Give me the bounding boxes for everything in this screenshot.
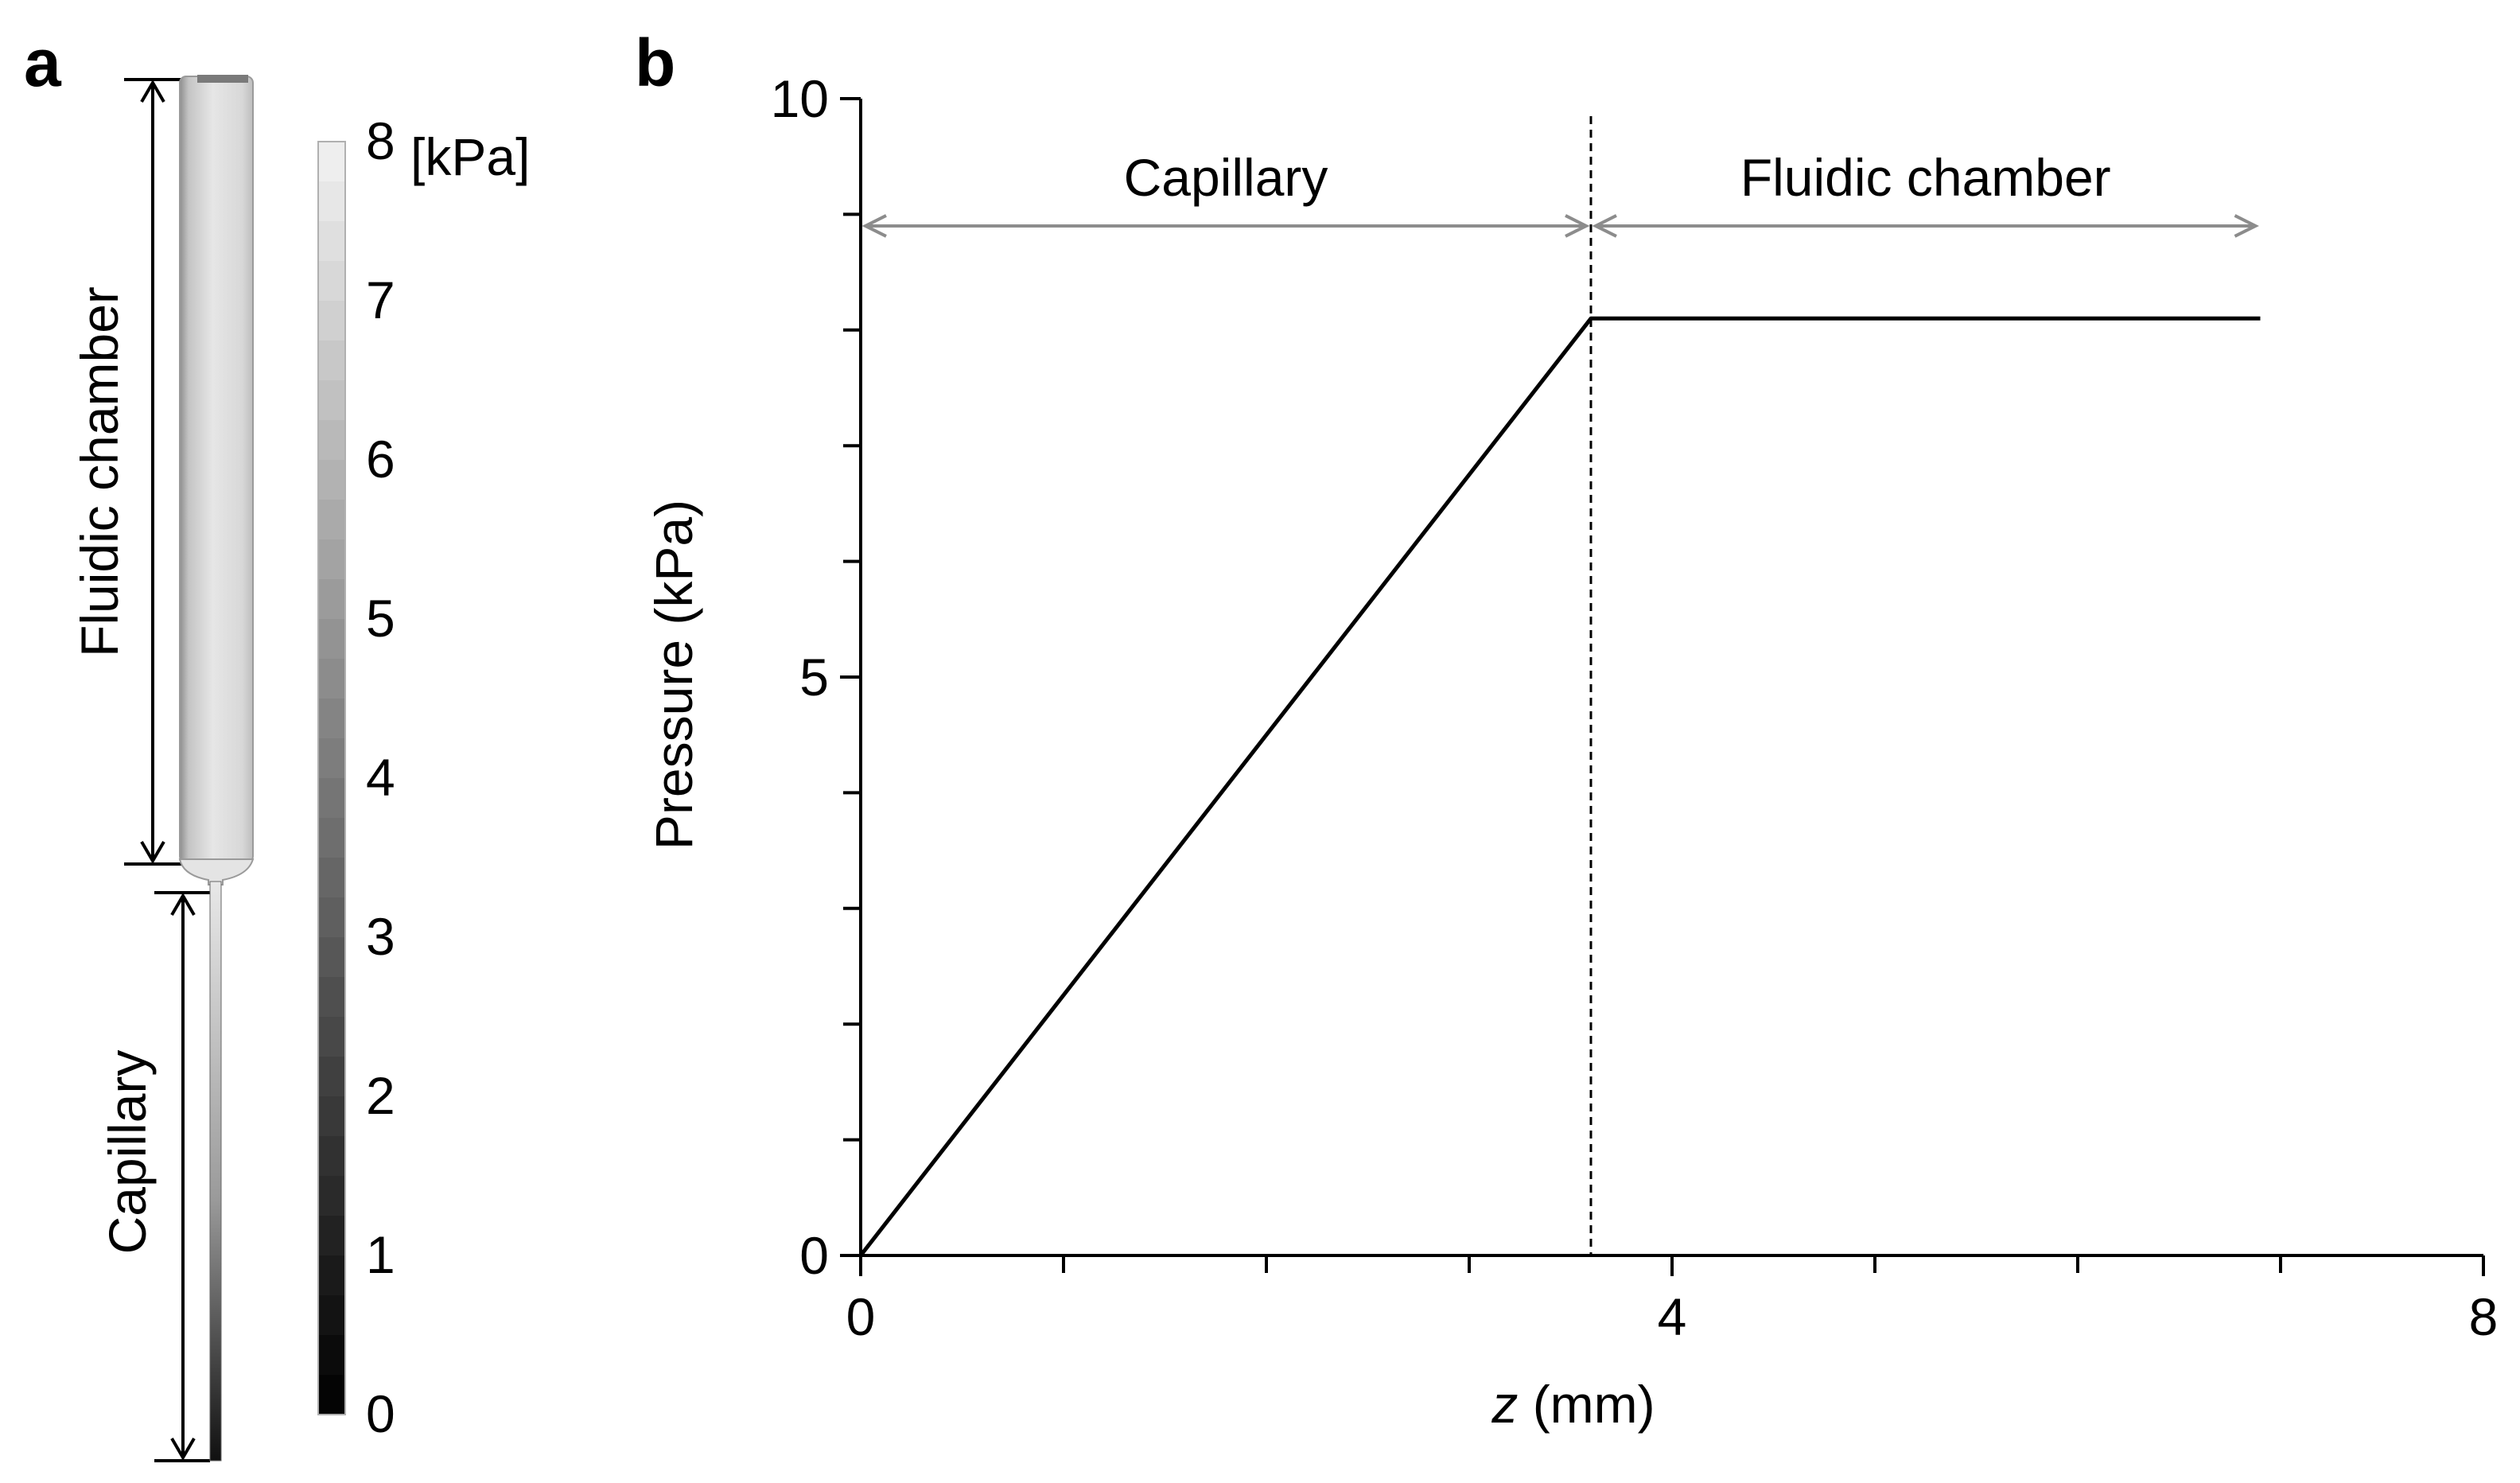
colorbar-unit: [kPa] <box>410 127 530 186</box>
region-arrow-head-left <box>861 214 887 238</box>
colorbar-band <box>318 1375 345 1415</box>
colorbar-band <box>318 1216 345 1256</box>
colorbar-band <box>318 897 345 938</box>
colorbar-band <box>318 341 345 381</box>
colorbar-band <box>318 221 345 262</box>
colorbar-band <box>318 301 345 341</box>
colorbar-band <box>318 1136 345 1177</box>
colorbar-band <box>318 579 345 620</box>
pressure-plot: 0 5 10 0 4 8 Capillary Fluidic chamber <box>771 69 2499 1346</box>
colorbar-band <box>318 1295 345 1336</box>
device-shape <box>178 75 255 1462</box>
region-arrow-head-right <box>1565 214 1590 238</box>
colorbar-tick-label: 6 <box>366 430 395 488</box>
capillary-label: Capillary <box>98 1050 157 1255</box>
panel-a-letter: a <box>24 25 62 100</box>
colorbar-band <box>318 460 345 500</box>
x-tick-label: 0 <box>846 1287 876 1346</box>
colorbar-band <box>318 1335 345 1376</box>
x-tick-label: 4 <box>1658 1287 1687 1346</box>
colorbar-band <box>318 420 345 461</box>
colorbar-band <box>318 778 345 819</box>
colorbar-band <box>318 858 345 898</box>
region-arrow <box>861 214 1590 238</box>
colorbar-band <box>318 181 345 222</box>
chamber-top-cap <box>197 75 248 83</box>
colorbar-band <box>318 261 345 302</box>
colorbar-tick-label: 1 <box>366 1225 395 1284</box>
x-axis-label: z (mm) <box>1491 1375 1655 1434</box>
region-arrow <box>1592 214 2259 238</box>
colorbar-band <box>318 1096 345 1137</box>
region-label: Fluidic chamber <box>1740 148 2111 207</box>
y-tick-label: 5 <box>799 648 829 706</box>
colorbar-band <box>318 539 345 580</box>
chamber-label: Fluidic chamber <box>70 286 129 657</box>
panel-b-letter: b <box>635 25 675 100</box>
colorbar-band <box>318 699 345 739</box>
region-arrow-head-left <box>1592 214 1617 238</box>
colorbar-tick-label: 2 <box>366 1066 395 1125</box>
colorbar-band <box>318 380 345 421</box>
panel-b: b 0 5 10 0 4 8 Capillary Fluidic chamber Pressu… <box>635 25 2498 1434</box>
colorbar-tick-label: 3 <box>366 907 395 966</box>
colorbar-band <box>318 1255 345 1296</box>
colorbar-band <box>318 818 345 858</box>
colorbar-band <box>318 977 345 1018</box>
chamber-body <box>179 76 254 863</box>
colorbar-band <box>318 142 345 182</box>
pressure-line <box>859 316 2261 1257</box>
colorbar-tick-label: 4 <box>366 748 395 807</box>
x-axis-label-unit: (mm) <box>1518 1375 1655 1434</box>
region-label: Capillary <box>1124 148 1328 207</box>
colorbar-band <box>318 937 345 978</box>
colorbar-band <box>318 738 345 779</box>
colorbar-band <box>318 1057 345 1097</box>
colorbar-tick-label: 8 <box>366 111 395 170</box>
colorbar-band <box>318 1017 345 1057</box>
colorbar-tick-label: 5 <box>366 589 395 648</box>
colorbar-band <box>318 659 345 699</box>
panel-a: a Fluidic chamber Capillary 0 1 2 3 4 5 6 7 <box>24 25 530 1462</box>
colorbar-band <box>318 500 345 540</box>
y-tick-label: 0 <box>799 1226 829 1285</box>
x-axis-label-var: z <box>1491 1375 1518 1434</box>
colorbar-frame <box>317 141 346 1415</box>
region-arrow-head-right <box>2234 214 2259 238</box>
colorbar-tick-label: 7 <box>366 271 395 329</box>
y-tick-label: 10 <box>771 69 829 128</box>
colorbar-tick-label: 0 <box>366 1384 395 1443</box>
pressure-colorbar: 0 1 2 3 4 5 6 7 8 <box>317 111 395 1443</box>
capillary-tube <box>209 881 222 1462</box>
colorbar-band <box>318 619 345 660</box>
y-axis-label: Pressure (kPa) <box>644 500 703 850</box>
colorbar-band <box>318 1176 345 1216</box>
capillary-dimension-arrow <box>154 891 210 1462</box>
chamber-dimension-arrow <box>124 78 181 866</box>
x-tick-label: 8 <box>2469 1287 2499 1346</box>
chamber-neck <box>178 858 255 886</box>
